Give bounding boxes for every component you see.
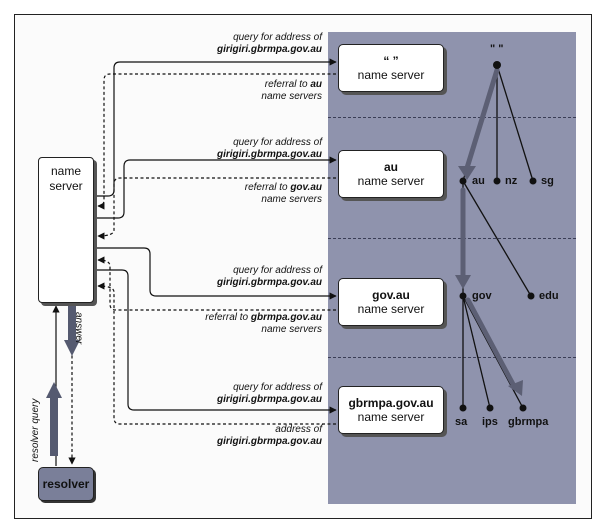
local-ns-line2: server xyxy=(49,179,83,193)
local-name-server: name server xyxy=(38,157,94,303)
resolver-query-bar xyxy=(50,396,58,456)
level-separator xyxy=(328,238,576,239)
level-separator xyxy=(328,117,576,118)
local-ns-line1: name xyxy=(50,164,82,178)
tree-node-sa: sa xyxy=(455,416,468,428)
root-name-server: “ ” name server xyxy=(338,44,444,92)
gov-au-name-server: gov.au name server xyxy=(338,278,444,326)
namespace-tree-nodes xyxy=(459,61,537,412)
server-name: au xyxy=(383,160,398,174)
resolver-query-arrowhead xyxy=(46,382,62,398)
server-name: gov.au xyxy=(372,288,410,302)
au-name-server: au name server xyxy=(338,150,444,198)
response-arrows xyxy=(97,73,336,425)
answer-arrowhead xyxy=(64,340,80,356)
traversal-path xyxy=(460,67,518,391)
answer-bar xyxy=(68,306,76,340)
level-separator xyxy=(328,357,576,358)
query-arrows xyxy=(95,58,337,414)
server-role: name server xyxy=(357,174,425,188)
tree-node-nz: nz xyxy=(505,175,518,187)
tree-node-ips: ips xyxy=(482,416,498,428)
traversal-arrowhead xyxy=(458,166,476,180)
server-name: gbrmpa.gov.au xyxy=(348,396,434,410)
tree-node-au: au xyxy=(472,175,485,187)
traversal-arrowhead xyxy=(455,275,471,289)
server-role: name server xyxy=(357,68,425,82)
root-marker: " " xyxy=(490,43,504,55)
tree-node-gbrmpa: gbrmpa xyxy=(508,416,549,428)
server-loops xyxy=(339,61,351,425)
server-role: name server xyxy=(357,302,425,316)
tree-node-sg: sg xyxy=(541,175,554,187)
tree-node-gov: gov xyxy=(472,290,492,302)
tree-node-edu: edu xyxy=(539,290,559,302)
resolver-box: resolver xyxy=(38,467,94,501)
gbrmpa-name-server: gbrmpa.gov.au name server xyxy=(338,386,444,434)
answer-label: answer xyxy=(73,312,84,345)
resolver-label: resolver xyxy=(42,477,90,491)
resolver-query-label: resolver query xyxy=(30,398,41,462)
server-name: “ ” xyxy=(383,54,399,68)
traversal-arrowhead xyxy=(508,380,523,396)
server-role: name server xyxy=(357,410,425,424)
